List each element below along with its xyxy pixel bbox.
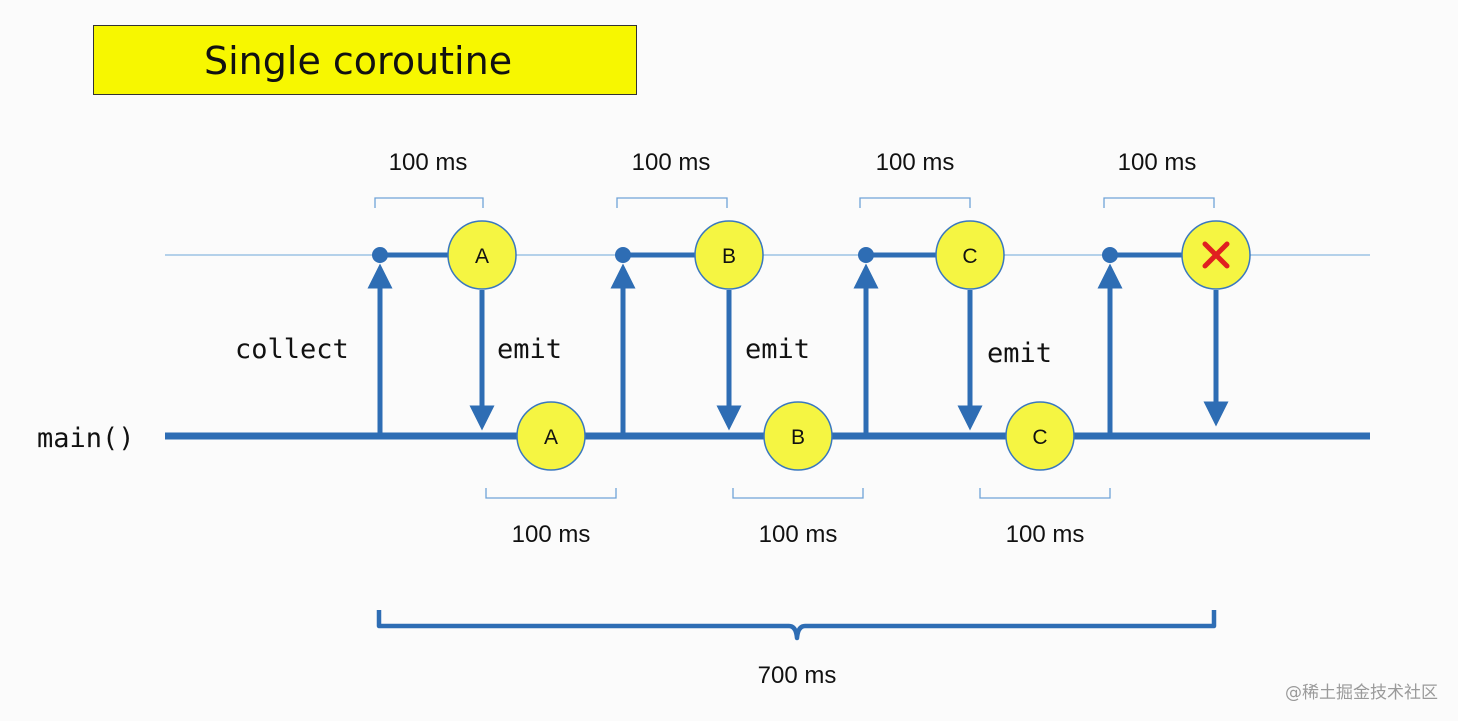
duration-label-top-3: 100 ms bbox=[876, 149, 955, 176]
duration-label-bottom-3: 100 ms bbox=[1006, 521, 1085, 548]
emit-label-1: emit bbox=[497, 334, 562, 365]
total-bracket bbox=[376, 610, 1217, 641]
flow-node-cancel bbox=[1181, 220, 1251, 290]
svg-text:B: B bbox=[722, 245, 736, 268]
duration-label-top-1: 100 ms bbox=[389, 149, 468, 176]
upper-bracket-4 bbox=[1103, 197, 1215, 208]
upper-bracket-2 bbox=[616, 197, 728, 208]
svg-text:A: A bbox=[544, 426, 558, 449]
collect-dot-1 bbox=[372, 247, 388, 263]
duration-label-bottom-2: 100 ms bbox=[759, 521, 838, 548]
emit-label-2: emit bbox=[745, 334, 810, 365]
watermark: @稀土掘金技术社区 bbox=[1285, 683, 1438, 703]
flow-node-c: C bbox=[935, 220, 1005, 290]
main-node-a: A bbox=[516, 401, 586, 471]
main-label: main() bbox=[37, 423, 135, 454]
flow-node-a: A bbox=[447, 220, 517, 290]
flow-node-b: B bbox=[694, 220, 764, 290]
svg-text:A: A bbox=[475, 245, 489, 268]
collect-dot-3 bbox=[858, 247, 874, 263]
upper-bracket-3 bbox=[859, 197, 971, 208]
lower-bracket-1 bbox=[485, 488, 617, 499]
diagram-title: Single coroutine bbox=[204, 39, 513, 83]
collect-label: collect bbox=[235, 334, 349, 365]
duration-label-bottom-1: 100 ms bbox=[512, 521, 591, 548]
duration-label-top-4: 100 ms bbox=[1118, 149, 1197, 176]
lower-bracket-3 bbox=[979, 488, 1111, 499]
cross-icon bbox=[1202, 241, 1230, 269]
lower-bracket-2 bbox=[732, 488, 864, 499]
main-node-b: B bbox=[763, 401, 833, 471]
total-duration-label: 700 ms bbox=[758, 662, 837, 689]
upper-bracket-1 bbox=[374, 197, 484, 208]
svg-text:C: C bbox=[1032, 426, 1047, 449]
collect-dot-2 bbox=[615, 247, 631, 263]
emit-label-3: emit bbox=[987, 338, 1052, 369]
svg-text:B: B bbox=[791, 426, 805, 449]
main-node-c: C bbox=[1005, 401, 1075, 471]
collect-dot-4 bbox=[1102, 247, 1118, 263]
svg-text:C: C bbox=[962, 245, 977, 268]
title-box: Single coroutine bbox=[93, 25, 637, 95]
duration-label-top-2: 100 ms bbox=[632, 149, 711, 176]
